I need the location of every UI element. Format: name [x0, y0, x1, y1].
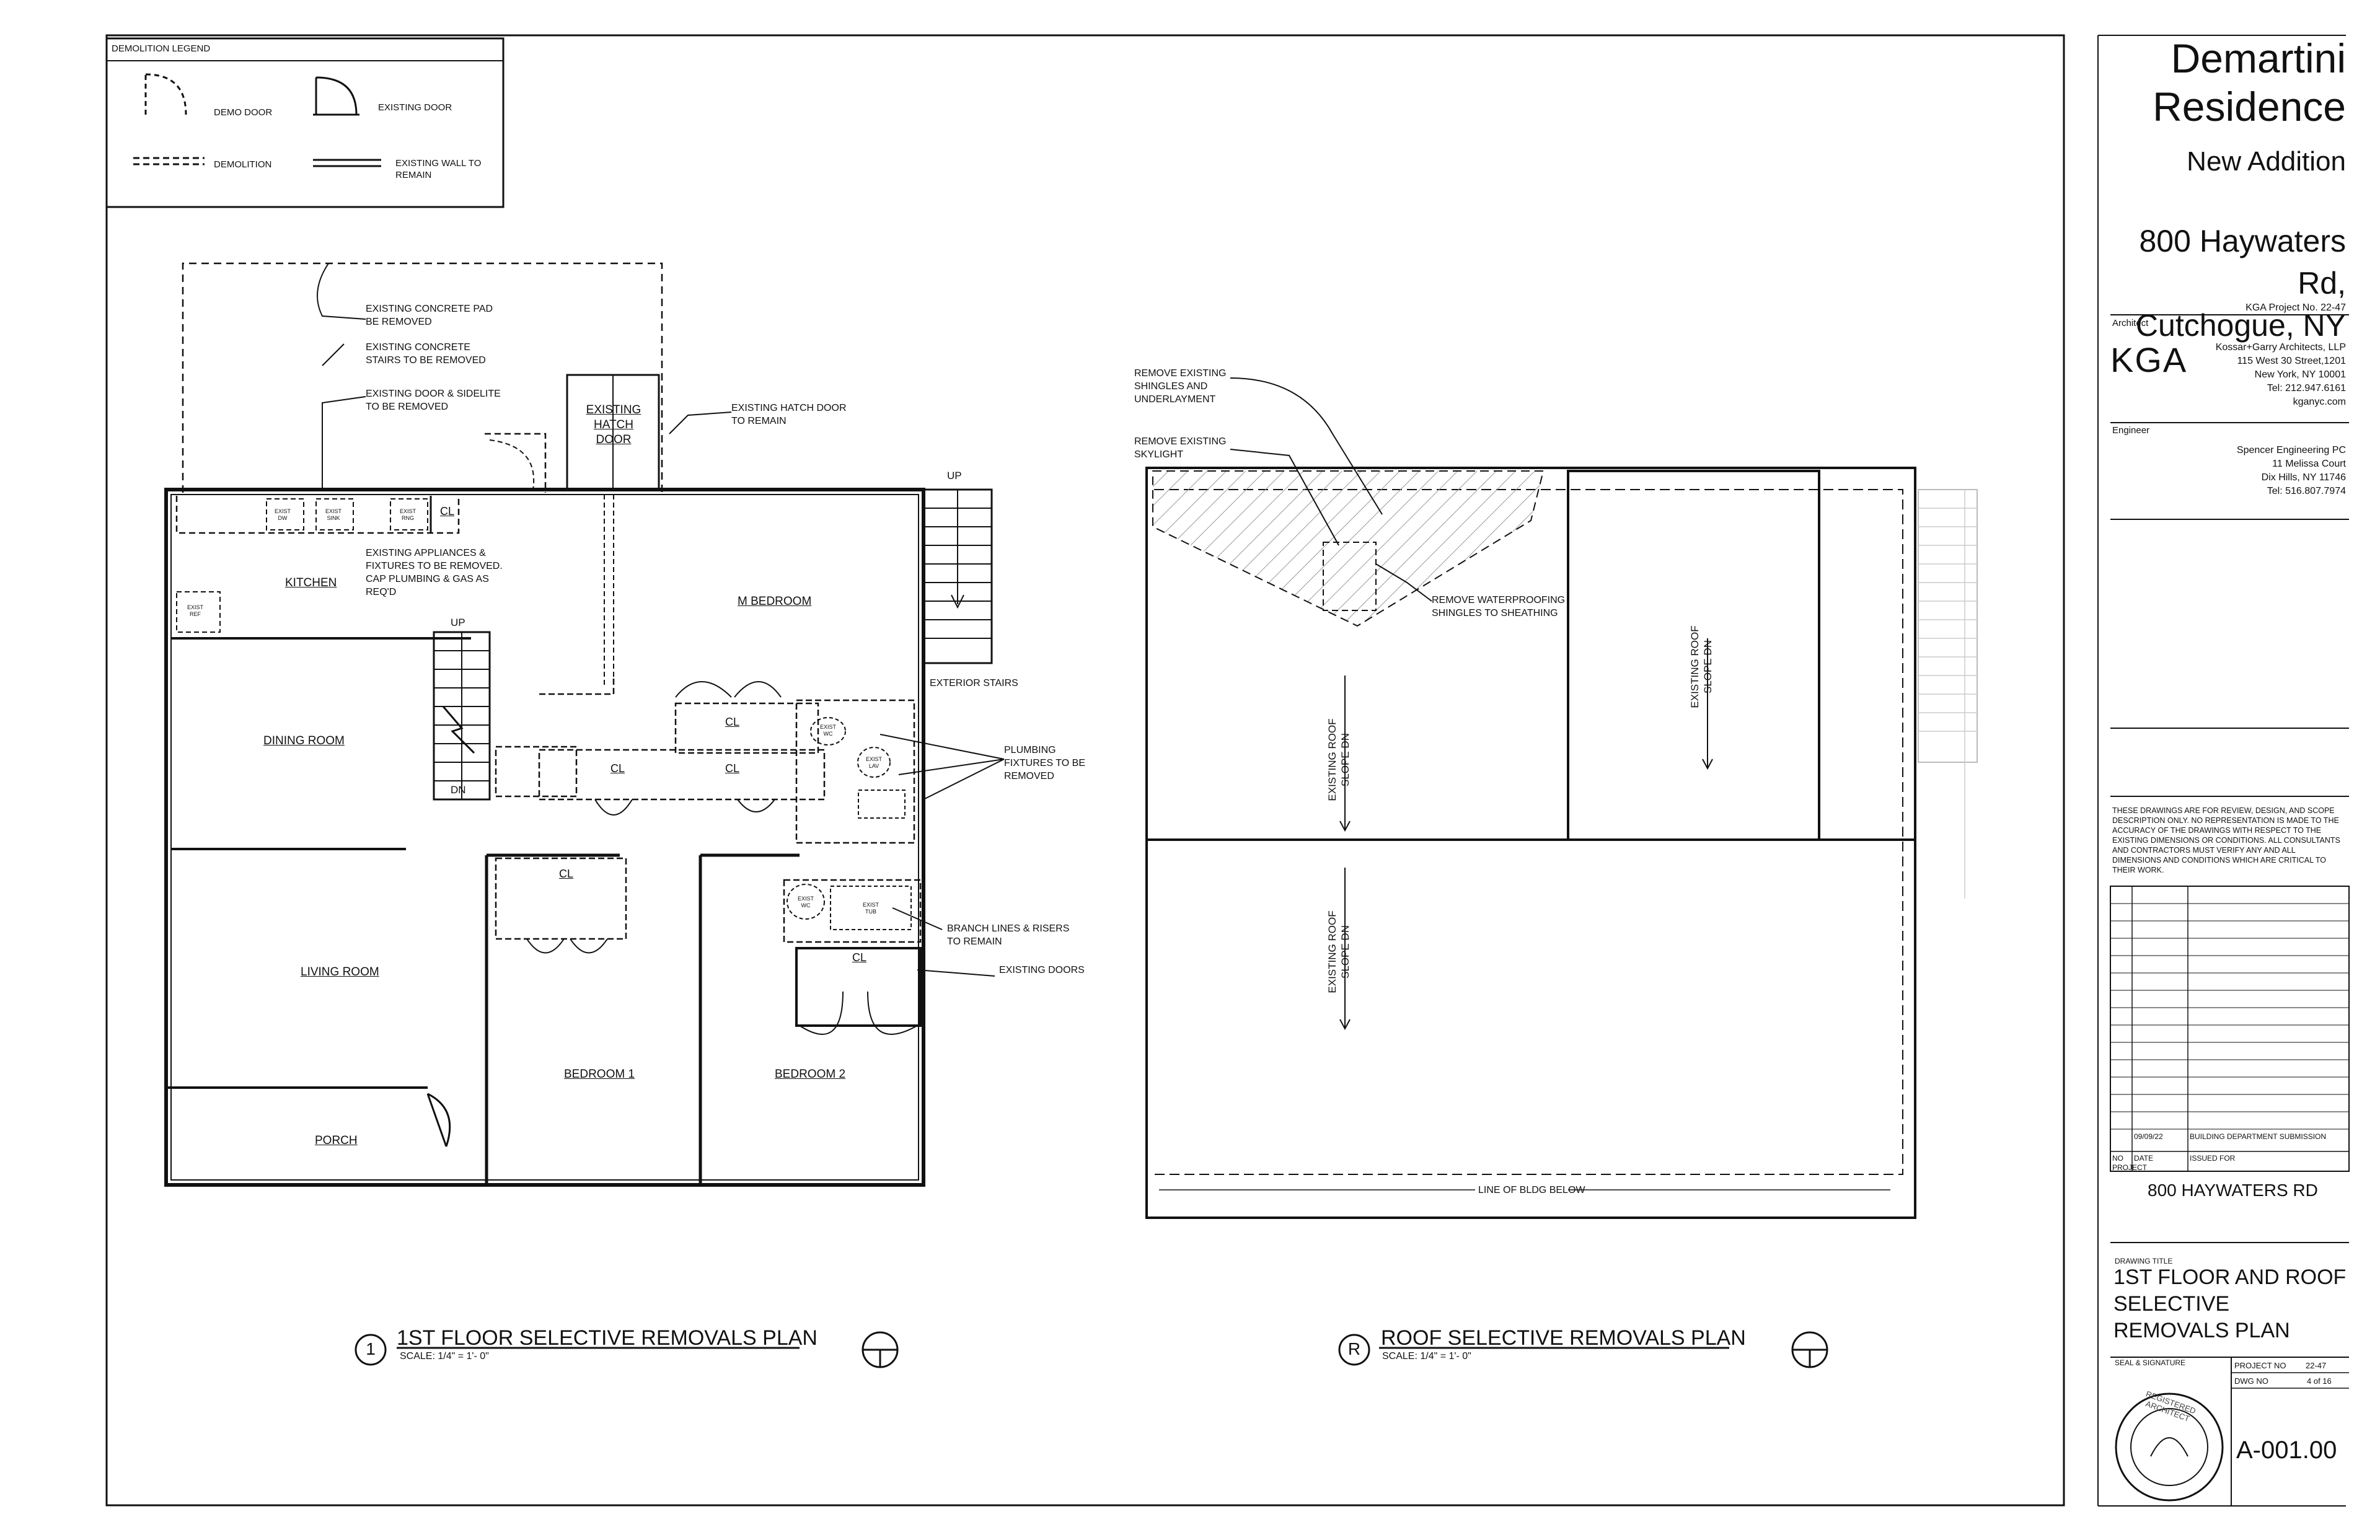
- fixture-sink: EXIST SINK: [325, 508, 342, 521]
- architect-label: Architect: [2112, 318, 2149, 328]
- label-cl: CL: [440, 505, 455, 517]
- note-exterior-stairs: EXTERIOR STAIRS: [930, 678, 1018, 689]
- architect-logo: KGA: [2110, 340, 2188, 379]
- disclaimer: THESE DRAWINGS ARE FOR REVIEW, DESIGN, A…: [2112, 806, 2340, 874]
- room-living: LIVING ROOM: [301, 966, 379, 979]
- legend-existing-door: EXISTING DOOR: [378, 102, 452, 113]
- room-m-bedroom: M BEDROOM: [738, 595, 812, 608]
- roof-plan-marker: R: [1347, 1339, 1361, 1358]
- legend-demolition: DEMOLITION: [214, 159, 272, 170]
- floor-plan-scale: SCALE: 1/4" = 1'- 0": [400, 1351, 489, 1362]
- room-porch: PORCH: [315, 1134, 358, 1147]
- label-cl: CL: [559, 868, 574, 880]
- engineer-label: Engineer: [2112, 425, 2150, 436]
- project-number-label: KGA Project No. 22-47: [2246, 302, 2346, 313]
- seal-label: SEAL & SIGNATURE: [2115, 1358, 2186, 1367]
- issue-header-date: DATE: [2134, 1154, 2154, 1163]
- fixture-range: EXIST RNG: [399, 508, 416, 521]
- note-appliances: EXISTING APPLIANCES &FIXTURES TO BE REMO…: [366, 548, 503, 597]
- legend-box: [105, 37, 505, 208]
- note-line-of-bldg: LINE OF BLDG BELOW: [1478, 1185, 1585, 1195]
- fixture-lav: EXIST LAV: [865, 756, 882, 769]
- dwg-no-value: 4 of 16: [2307, 1376, 2332, 1386]
- label-cl: CL: [725, 762, 740, 775]
- room-bedroom-2: BEDROOM 2: [775, 1068, 846, 1081]
- room-bedroom-1: BEDROOM 1: [564, 1068, 635, 1081]
- floor-plan-marker: 1: [366, 1339, 376, 1358]
- label-cl: CL: [725, 716, 740, 728]
- issue-date: 09/09/22: [2134, 1132, 2163, 1141]
- fixture-wc: EXIST WC: [819, 724, 836, 737]
- project-value: 800 HAYWATERS RD: [2148, 1181, 2318, 1200]
- note-existing-doors: EXISTING DOORS: [999, 965, 1085, 975]
- issue-header-issued-for: ISSUED FOR: [2190, 1154, 2236, 1163]
- label-cl: CL: [852, 951, 867, 964]
- label-ext-stair-up: UP: [947, 470, 962, 482]
- sheet-border: [105, 34, 2065, 1507]
- project-no-value: 22-47: [2306, 1361, 2327, 1370]
- issue-for: BUILDING DEPARTMENT SUBMISSION: [2190, 1132, 2327, 1141]
- issue-header-no: NO: [2112, 1154, 2123, 1163]
- roof-plan-scale: SCALE: 1/4" = 1'- 0": [1382, 1351, 1471, 1362]
- label-stair-dn: DN: [451, 784, 466, 796]
- legend-title: DEMOLITION LEGEND: [112, 43, 211, 54]
- fixture-wc-2: EXIST WC: [797, 895, 814, 909]
- drawing-title: 1ST FLOOR AND ROOF SELECTIVE REMOVALS PL…: [2113, 1265, 2347, 1342]
- fixture-ref: EXIST REF: [187, 604, 203, 617]
- engineer-info: Spencer Engineering PC 11 Melissa Court …: [2236, 445, 2346, 496]
- fixture-dw: EXIST DW: [274, 508, 291, 521]
- dwg-no-label: DWG NO: [2234, 1376, 2268, 1386]
- project-address: 800 Haywaters Rd,Cutchogue, NY: [2135, 224, 2346, 343]
- project-label: PROJECT: [2112, 1163, 2148, 1172]
- room-kitchen: KITCHEN: [285, 576, 337, 589]
- sheet-number: A-001.00: [2236, 1437, 2337, 1464]
- drawing-title-label: DRAWING TITLE: [2115, 1257, 2173, 1265]
- architect-info: Kossar+Garry Architects, LLP 115 West 30…: [2215, 342, 2346, 407]
- legend-demo-door: DEMO DOOR: [214, 107, 273, 118]
- floor-plan-title: 1ST FLOOR SELECTIVE REMOVALS PLAN: [397, 1326, 818, 1350]
- room-dining: DINING ROOM: [263, 734, 345, 747]
- fixture-tub: EXIST TUB: [862, 902, 879, 915]
- project-subtitle: New Addition: [2187, 146, 2346, 177]
- label-cl: CL: [610, 762, 625, 775]
- label-stair-up: UP: [451, 617, 465, 628]
- project-no-label: PROJECT NO: [2234, 1361, 2286, 1370]
- roof-plan-title: ROOF SELECTIVE REMOVALS PLAN: [1381, 1326, 1746, 1350]
